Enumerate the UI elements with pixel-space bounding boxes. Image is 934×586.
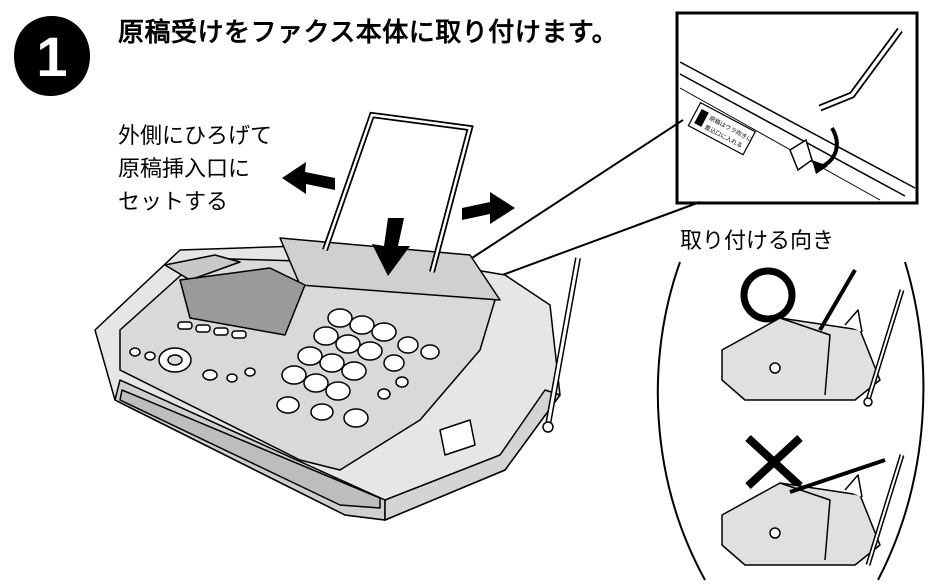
attach-direction-label: 取り付ける向き: [680, 229, 835, 254]
arrow-left: [282, 162, 335, 194]
correct-symbol: [740, 267, 796, 323]
instruction-line-2: 原稿挿入口に: [118, 157, 251, 182]
instruction-line-1: 外側にひろげて: [118, 124, 273, 149]
arrow-right: [462, 192, 515, 224]
correct-orientation-figure: [721, 267, 905, 407]
instruction-text: 外側にひろげて 原稿挿入口に セットする: [118, 120, 272, 219]
wrong-symbol: [745, 435, 803, 489]
step-number: 1: [36, 25, 67, 88]
orientation-panel: [656, 261, 925, 581]
step-title: 原稿受けをファクス本体に取り付けます。: [118, 18, 619, 48]
inset-sticker: 原稿はウラ向きに 差込口に入れる: [687, 101, 757, 156]
fax-machine: [94, 237, 581, 521]
paper-holder-wire: [322, 111, 474, 273]
instruction-line-3: セットする: [118, 190, 229, 215]
wrong-orientation-figure: [721, 435, 905, 566]
arrows: [282, 162, 515, 276]
arrow-down: [372, 218, 410, 276]
step-number-badge: 1: [14, 16, 90, 96]
inset-detail-box: 原稿はウラ向きに 差込口に入れる: [675, 11, 919, 205]
